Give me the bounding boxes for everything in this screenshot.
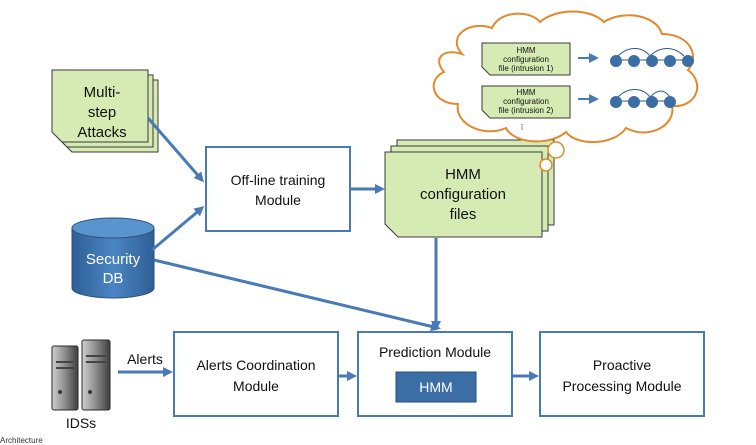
multistep-attacks-notes: Multi- step Attacks — [51, 69, 159, 153]
proactive-line2: Processing Module — [562, 378, 681, 394]
cloud-file2-line3: file (intrusion 2) — [499, 106, 554, 115]
multistep-line1: Multi- — [84, 84, 121, 101]
cloud-ellipsis: ⁝ — [521, 122, 524, 132]
hmm-chain-2-icon — [610, 89, 676, 108]
hmm-block-label: HMM — [419, 379, 452, 395]
arrow-db-to-prediction — [153, 258, 441, 332]
alerts-coordination-box — [173, 331, 339, 417]
ids-servers-icon — [51, 339, 111, 411]
alerts-coord-line1: Alerts Coordination — [196, 357, 315, 373]
security-db-line2: DB — [103, 270, 124, 287]
proactive-processing-box — [539, 331, 705, 417]
cloud-file1-line2: configuration — [503, 55, 549, 64]
thought-bubble-medium — [547, 141, 565, 159]
hmm-chain-1-icon — [610, 48, 694, 67]
security-db-cylinder: Security DB — [71, 217, 155, 299]
arrow-db-to-offline — [151, 206, 205, 252]
corner-caption: Architecture — [0, 436, 43, 445]
cloud-file1-line3: file (intrusion 1) — [499, 64, 554, 73]
offline-line2: Module — [255, 192, 301, 208]
hmm-cloud: HMM configuration file (intrusion 1) HMM… — [432, 10, 699, 144]
cloud-file1-line1: HMM — [516, 46, 535, 55]
security-db-line1: Security — [86, 251, 141, 268]
multistep-line2: step — [88, 104, 116, 121]
arrow-attacks-to-offline — [146, 117, 204, 183]
alerts-coord-line2: Module — [233, 378, 279, 394]
proactive-line1: Proactive — [593, 357, 652, 373]
cloud-file2-line2: configuration — [503, 97, 549, 106]
alerts-label: Alerts — [127, 351, 163, 367]
hmm-files-line1: HMM — [445, 166, 481, 183]
thought-bubble-small — [539, 158, 553, 172]
prediction-label: Prediction Module — [379, 344, 491, 360]
hmm-block — [395, 371, 477, 403]
hmm-config-files-notes: HMM configuration files — [384, 139, 555, 238]
cloud-file1-note — [481, 42, 571, 76]
offline-training-box — [205, 146, 351, 232]
offline-line1: Off-line training — [231, 172, 326, 188]
multistep-line3: Attacks — [77, 124, 126, 141]
hmm-files-line3: files — [450, 206, 477, 223]
ids-label: IDSs — [66, 415, 96, 431]
hmm-files-line2: configuration — [420, 186, 506, 203]
cloud-file2-note — [481, 85, 571, 119]
cloud-file2-line1: HMM — [516, 88, 535, 97]
